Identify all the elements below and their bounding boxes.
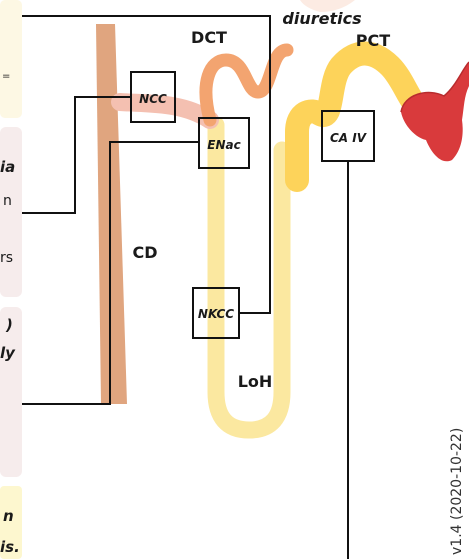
panel-3-line-1: )	[5, 316, 13, 334]
panel-2-line-1: ia	[0, 158, 15, 176]
info-panel-1	[0, 0, 22, 118]
panel-4-line-1: n	[3, 507, 14, 525]
collecting-duct-tube	[96, 24, 127, 404]
loh-label: LoH	[238, 372, 273, 391]
ncc-label: NCC	[139, 92, 167, 106]
ca-label: CA IV	[330, 131, 368, 145]
panel-4-line-2: is.	[0, 538, 20, 556]
nkcc-label: NKCC	[198, 307, 234, 321]
pct-label: PCT	[356, 31, 390, 50]
panel-3-line-2: ly	[0, 344, 16, 362]
panel-2-line-2: n	[3, 193, 12, 209]
info-panel-2	[0, 127, 22, 297]
enac-connector	[22, 142, 199, 404]
panel-2-line-3: rs	[0, 250, 13, 266]
panel-1-symbol: =	[2, 71, 10, 82]
distal-convoluted-tubule	[206, 50, 287, 120]
connector-lines	[22, 16, 348, 559]
dct-label: DCT	[191, 28, 227, 47]
version-label: v1.4 (2020-10-22)	[449, 428, 465, 555]
enac-label: ENac	[207, 138, 240, 152]
cd-label: CD	[132, 243, 157, 262]
diuretics-heading: diuretics	[282, 9, 361, 28]
